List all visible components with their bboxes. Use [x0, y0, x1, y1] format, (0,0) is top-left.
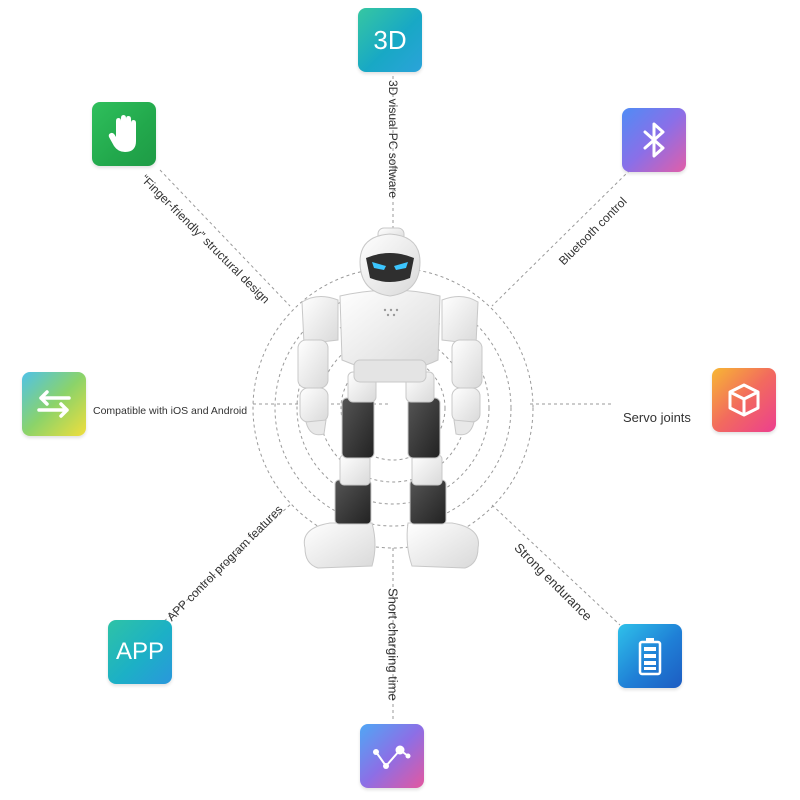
- tile-bluetooth: [622, 108, 686, 172]
- label-3d-visual-pc-software: 3D visual PC software: [386, 80, 400, 199]
- line-bottom-right: [491, 504, 621, 626]
- graph-nodes-icon: [373, 745, 411, 769]
- tile-3d: 3D: [358, 8, 422, 72]
- label-servo-joints: Servo joints: [623, 410, 691, 425]
- tile-servo: [712, 368, 776, 432]
- hand-icon: [108, 115, 136, 152]
- tile-app: APP: [108, 620, 172, 684]
- label-short-charging-time: Short charging time: [385, 588, 401, 701]
- tile-charging: [360, 724, 424, 788]
- tile-finger-friendly: [92, 102, 156, 166]
- cube-icon: [728, 383, 760, 417]
- app-text-icon: APP: [115, 638, 165, 665]
- ring-2: [274, 289, 512, 527]
- battery-icon: [638, 638, 662, 676]
- transfer-arrows-icon: [37, 390, 71, 418]
- label-compatible-ios-android: Compatible with iOS and Android: [93, 405, 248, 417]
- outer-ring: [252, 267, 534, 549]
- inner-ring: [340, 355, 446, 461]
- line-top-right: [491, 169, 631, 307]
- tile-battery: [618, 624, 682, 688]
- 3d-text-icon: 3D: [373, 24, 407, 55]
- line-top-left: [159, 169, 291, 307]
- tile-compatible: [22, 372, 86, 436]
- bluetooth-icon: [643, 122, 665, 158]
